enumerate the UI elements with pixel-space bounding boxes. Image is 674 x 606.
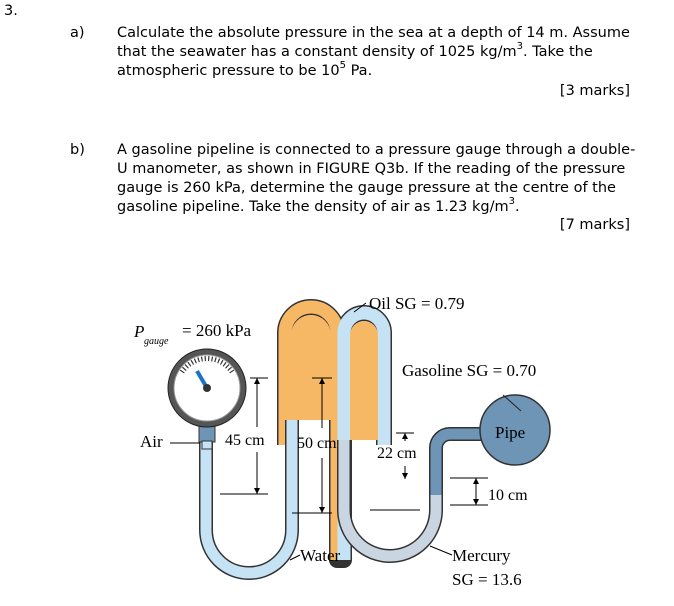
- dim-10-label: 10 cm: [488, 487, 528, 504]
- dim-22-label: 22 cm: [377, 445, 417, 462]
- pipe-circle: [479, 394, 551, 466]
- gasoline-label: Gasoline SG = 0.70: [402, 361, 536, 380]
- part-a-text: Calculate the absolute pressure in the s…: [117, 25, 630, 79]
- part-a-label: a): [70, 25, 85, 41]
- air-label: Air: [140, 432, 163, 451]
- question-number: 3.: [4, 3, 18, 19]
- part-b-label: b): [70, 142, 85, 158]
- dim-50-label: 50 cm: [297, 435, 337, 452]
- part-b-text: A gasoline pipeline is connected to a pr…: [117, 142, 636, 215]
- p-gauge-symbol: P: [133, 322, 144, 341]
- mercury-sg-label: SG = 13.6: [452, 570, 522, 589]
- part-b-marks: [7 marks]: [559, 217, 630, 233]
- p-gauge-value: = 260 kPa: [182, 321, 252, 340]
- pressure-gauge-icon: [167, 348, 247, 428]
- dim-45-label: 45 cm: [225, 432, 265, 449]
- part-a-marks: [3 marks]: [559, 83, 630, 99]
- pipe-label: Pipe: [495, 423, 525, 442]
- mercury-label: Mercury: [452, 546, 511, 565]
- water-label: Water: [300, 546, 340, 565]
- p-gauge-subscript: gauge: [144, 336, 169, 347]
- oil-label: Oil SG = 0.79: [369, 294, 465, 313]
